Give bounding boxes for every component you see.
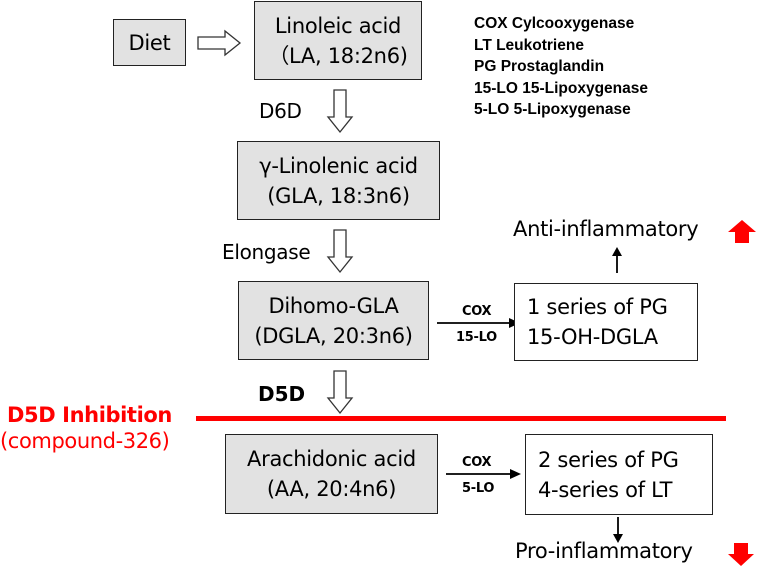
node-la-formula: （LA, 18:2n6): [268, 43, 408, 68]
legend-item: 15-LO 15-Lipoxygenase: [474, 79, 649, 97]
node-arachidonic-acid: Arachidonic acid (AA, 20:4n6): [225, 434, 438, 514]
node-pg2-line1: 2 series of PG: [538, 447, 679, 472]
enzyme-5-lo-label: 5-LO: [462, 481, 495, 496]
arrow-down-icon: [613, 517, 623, 543]
enzyme-15-lo-label: 15-LO: [456, 330, 497, 345]
arrow-right-icon: [437, 318, 520, 328]
legend-item: PG Prostaglandin: [474, 58, 605, 75]
outcome-anti-inflammatory: Anti-inflammatory: [513, 217, 699, 241]
node-dgla-formula: (DGLA, 20:3n6): [254, 323, 413, 348]
enzyme-cox-label: COX: [462, 304, 492, 319]
legend-item: 5-LO 5-Lipoxygenase: [474, 101, 631, 118]
abbreviation-legend: COX Cylcooxygenase LT Leukotriene PG Pro…: [474, 13, 648, 121]
enzyme-elongase-label: Elongase: [222, 240, 311, 264]
red-up-arrow-icon: [728, 220, 756, 243]
node-pg1-line1: 1 series of PG: [527, 295, 668, 319]
node-pg2-line2: 4-series of LT: [538, 477, 673, 502]
node-pg1-line2: 15-OH-DGLA: [527, 325, 658, 349]
node-dgla-name: Dihomo-GLA: [268, 293, 399, 318]
node-diet-label: Diet: [128, 30, 171, 55]
node-aa-name: Arachidonic acid: [247, 447, 416, 471]
node-la-name: Linoleic acid: [274, 13, 402, 38]
node-dihomo-gla: Dihomo-GLA (DGLA, 20:3n6): [238, 281, 429, 360]
legend-item: LT Leukotriene: [474, 36, 584, 54]
node-diet: Diet: [113, 19, 186, 66]
arrow-up-icon: [612, 247, 622, 273]
red-down-arrow-icon: [728, 543, 754, 566]
node-gla-name: γ-Linolenic acid: [259, 153, 418, 178]
node-pg2-products: 2 series of PG 4-series of LT: [525, 434, 713, 515]
node-gamma-linolenic-acid: γ-Linolenic acid (GLA, 18:3n6): [237, 141, 440, 220]
hollow-arrow-down-icon: [326, 370, 354, 415]
arrow-right-icon: [446, 469, 521, 479]
hollow-arrow-down-icon: [326, 89, 354, 134]
enzyme-cox-label: COX: [462, 455, 492, 470]
inhibition-title: D5D Inhibition: [7, 403, 172, 427]
hollow-arrow-right-icon: [197, 29, 242, 57]
node-pg1-products: 1 series of PG 15-OH-DGLA: [514, 283, 698, 361]
legend-item: COX Cylcooxygenase: [474, 15, 635, 32]
inhibition-compound: (compound-326): [0, 429, 170, 453]
inhibition-line: [196, 416, 726, 421]
enzyme-d5d-label: D5D: [258, 382, 306, 406]
outcome-pro-inflammatory: Pro-inflammatory: [515, 539, 693, 563]
node-gla-formula: (GLA, 18:3n6): [267, 183, 410, 208]
node-aa-formula: (AA, 20:4n6): [266, 477, 397, 501]
node-linoleic-acid: Linoleic acid （LA, 18:2n6): [254, 1, 422, 80]
enzyme-d6d-label: D6D: [259, 99, 302, 123]
hollow-arrow-down-icon: [326, 229, 354, 274]
